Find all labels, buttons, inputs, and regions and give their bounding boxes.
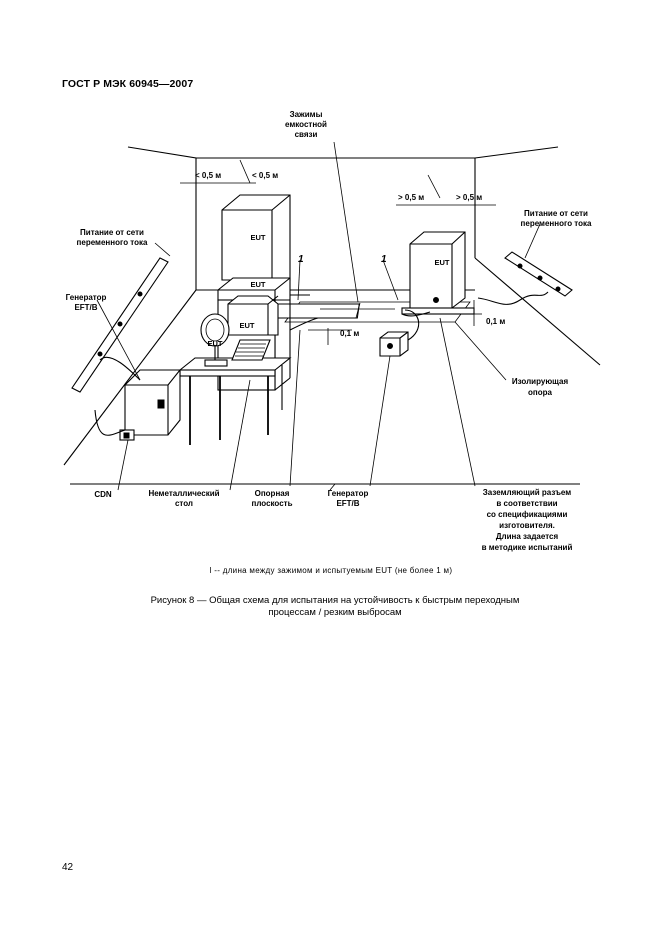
eut-right — [401, 231, 475, 315]
clamps-label-2: емкостной — [285, 120, 327, 129]
dim-right-2: > 0,5 м — [456, 193, 482, 202]
generator-bottom-label-1: Генератор — [328, 489, 369, 498]
nonmetal-table-label-2: стол — [175, 499, 193, 508]
dimension-marks — [180, 159, 496, 345]
ground-conn-label-5: Длина задается — [496, 532, 559, 541]
dim-0-1-left: 0,1 м — [340, 329, 359, 338]
dim-0-1-right: 0,1 м — [486, 317, 505, 326]
ground-conn-label-6: в методике испытаний — [482, 543, 573, 552]
cable-right-power — [477, 291, 549, 305]
eut-on-table — [200, 295, 279, 367]
dim-left-1: < 0,5 м — [195, 171, 221, 180]
power-right-label-2: переменного тока — [521, 219, 592, 228]
dim-right-1: > 0,5 м — [398, 193, 424, 202]
power-right-label-1: Питание от сети — [524, 209, 588, 218]
eft-generator-left — [119, 369, 181, 441]
eut-label-table: EUT — [240, 321, 255, 330]
figure-caption-line-2: процессам / резким выбросам — [268, 607, 402, 618]
ground-conn-label-3: со спецификациями — [487, 510, 568, 519]
ground-conn-label-4: изготовителя. — [499, 521, 555, 530]
insulating-support-label-2: опора — [528, 388, 552, 397]
insulating-support-label-1: Изолирующая — [512, 377, 569, 386]
nonmetal-table — [178, 357, 292, 445]
coupling-clamp — [266, 302, 395, 319]
power-strip-right — [504, 251, 573, 297]
cable-left-power — [99, 356, 141, 381]
cable-eut-clamp — [289, 317, 319, 331]
ground-conn-label-1: Заземляющий разъем — [483, 488, 571, 497]
generator-left-label-2: EFT/B — [74, 303, 97, 312]
nonmetal-table-label-1: Неметаллический — [148, 489, 219, 498]
generator-bottom-label-2: EFT/B — [336, 499, 359, 508]
eft-generator-bottom — [379, 331, 409, 357]
power-left-label-1: Питание от сети — [80, 228, 144, 237]
eut-label-monitor: EUT — [208, 339, 223, 348]
figure-note: l -- длина между зажимом и испытуемым EU… — [209, 566, 453, 575]
cable-left-ground — [94, 409, 126, 436]
clamps-label-3: связи — [295, 130, 318, 139]
room-outline — [63, 146, 601, 485]
eut-label-right: EUT — [435, 258, 450, 267]
clamps-label-1: Зажимы — [290, 110, 323, 119]
ref-plane-label-2: плоскость — [251, 499, 292, 508]
power-left-label-2: переменного тока — [77, 238, 148, 247]
cdn-label: CDN — [94, 490, 112, 499]
dim-left-2: < 0,5 м — [252, 171, 278, 180]
figure-caption: Рисунок 8 — Общая схема для испытания на… — [120, 595, 550, 619]
ref-plane-label-1: Опорная — [255, 489, 290, 498]
generator-left-label-1: Генератор — [66, 293, 107, 302]
ground-conn-label-2: в соответствии — [496, 499, 557, 508]
marker-1-right: 1 — [381, 254, 387, 265]
document-header: ГОСТ Р МЭК 60945—2007 — [62, 78, 194, 90]
marker-1-left: 1 — [298, 254, 304, 265]
leader-lines — [96, 141, 541, 491]
cable-bottom-generator — [404, 309, 420, 341]
power-strip-left — [71, 257, 169, 393]
eut-label-middle: EUT — [251, 280, 266, 289]
cable-clamp-eut — [401, 311, 431, 317]
page-number: 42 — [62, 862, 74, 873]
eut-label-top: EUT — [251, 233, 266, 242]
figure-caption-line-1: Рисунок 8 — Общая схема для испытания на… — [150, 595, 520, 606]
